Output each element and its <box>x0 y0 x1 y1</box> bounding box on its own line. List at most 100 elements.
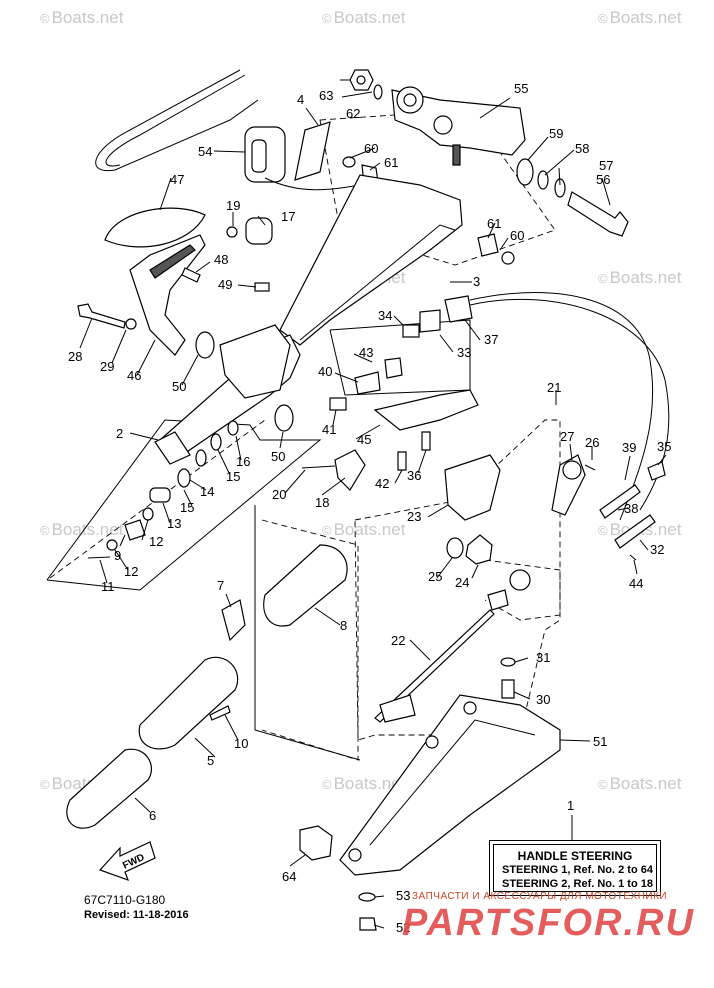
callout: 28 <box>68 349 82 364</box>
washer-31 <box>500 657 516 667</box>
callout: 14 <box>200 484 214 499</box>
callout: 35 <box>657 439 671 454</box>
shop-tagline: ЗАПЧАСТИ И АКСЕССУАРЫ ДЛЯ МОТОТЕХНИКИ <box>412 891 668 902</box>
connector-64 <box>299 825 333 861</box>
shaft-2 <box>154 431 191 465</box>
callout: 31 <box>536 650 550 665</box>
pin-44 <box>629 554 637 561</box>
collar-50-lower <box>274 404 294 432</box>
washer-12b <box>106 539 118 551</box>
callout: 50 <box>271 449 285 464</box>
callout: 29 <box>100 359 114 374</box>
clamp-17 <box>245 217 273 245</box>
callout: 15 <box>226 469 240 484</box>
watermark: ©Boats.net <box>322 520 406 539</box>
callout: 6 <box>149 808 156 823</box>
callout: 24 <box>455 575 469 590</box>
nut-hole <box>356 75 366 85</box>
knob-18 <box>334 449 366 491</box>
watermark: ©Boats.net <box>598 8 682 27</box>
cable-right <box>469 292 654 521</box>
callout: 50 <box>172 379 186 394</box>
link-32 <box>614 514 656 549</box>
callout: 61 <box>487 216 501 231</box>
bracket-37 <box>444 295 473 323</box>
callout: 63 <box>319 88 333 103</box>
cover-47 <box>104 207 206 248</box>
pin-11 <box>87 556 111 559</box>
callout: 45 <box>357 432 371 447</box>
callout: 58 <box>575 141 589 156</box>
washer-60-right <box>501 251 515 265</box>
callout: 11 <box>101 579 115 594</box>
callout: 16 <box>236 454 250 469</box>
callout: 61 <box>384 155 398 170</box>
callout: 19 <box>226 198 240 213</box>
part-16 <box>227 420 239 436</box>
gear-assy <box>509 569 531 591</box>
screw-48 <box>181 267 201 283</box>
link-38 <box>599 484 641 519</box>
spring-15 <box>210 433 222 451</box>
bracket-45 <box>373 389 479 431</box>
screw-10 <box>209 705 231 721</box>
callout: 8 <box>340 618 347 633</box>
bracket-hole-2 <box>433 115 453 135</box>
bolt-42 <box>397 451 407 471</box>
callout: 21 <box>547 380 561 395</box>
rod-22 <box>374 609 495 723</box>
callout: 17 <box>281 209 295 224</box>
link-43 <box>384 357 403 379</box>
clip-41 <box>329 397 347 411</box>
callout: 33 <box>457 345 471 360</box>
model-note-inner: HANDLE STEERING STEERING 1, Ref. No. 2 t… <box>493 844 657 892</box>
washer-53 <box>358 892 376 902</box>
grommet-inner <box>251 139 267 173</box>
pin-26 <box>584 464 596 471</box>
callout: 51 <box>593 734 607 749</box>
callout: 56 <box>596 172 610 187</box>
bracket-46 <box>129 234 206 356</box>
collar-59 <box>516 158 534 186</box>
callout: 55 <box>514 81 528 96</box>
label-7 <box>221 599 246 642</box>
callout: 59 <box>549 126 563 141</box>
callout: 18 <box>315 495 329 510</box>
bolt-52 <box>359 917 377 931</box>
callout: 9 <box>114 548 121 563</box>
leader-lines <box>79 79 667 929</box>
cover-51-rib <box>369 719 536 846</box>
callout: 62 <box>346 106 360 121</box>
callout: 26 <box>585 435 599 450</box>
sector-27 <box>562 460 582 480</box>
callout: 15 <box>180 500 194 515</box>
cover-boss <box>463 701 477 715</box>
callout: 44 <box>629 576 643 591</box>
callout: 3 <box>473 274 480 289</box>
bolt-30 <box>501 679 515 699</box>
rod-22-end <box>379 694 416 723</box>
callout: 12 <box>124 564 138 579</box>
callout: 38 <box>624 501 638 516</box>
callout: 2 <box>116 426 123 441</box>
callout: 41 <box>322 422 336 437</box>
callout: 60 <box>510 228 524 243</box>
watermark: ©Boats.net <box>40 8 124 27</box>
callout: 27 <box>560 429 574 444</box>
steering-arm-edge <box>299 224 456 341</box>
group-outline-grip <box>254 505 361 761</box>
note-title: HANDLE STEERING <box>517 849 633 863</box>
shop-logo: PARTSFOR.RU <box>402 902 695 944</box>
screw-20 <box>301 465 336 469</box>
bushing-61-right <box>477 233 499 257</box>
callout: 1 <box>567 798 574 813</box>
bolt-36 <box>421 431 431 451</box>
link-40 <box>354 371 381 395</box>
spring-15b <box>195 449 207 467</box>
callout: 52 <box>396 920 410 935</box>
steering-arm <box>279 174 463 346</box>
group-outline-shift-box <box>354 419 561 741</box>
washer-12 <box>142 507 154 521</box>
group-outline-throttle <box>46 419 322 591</box>
